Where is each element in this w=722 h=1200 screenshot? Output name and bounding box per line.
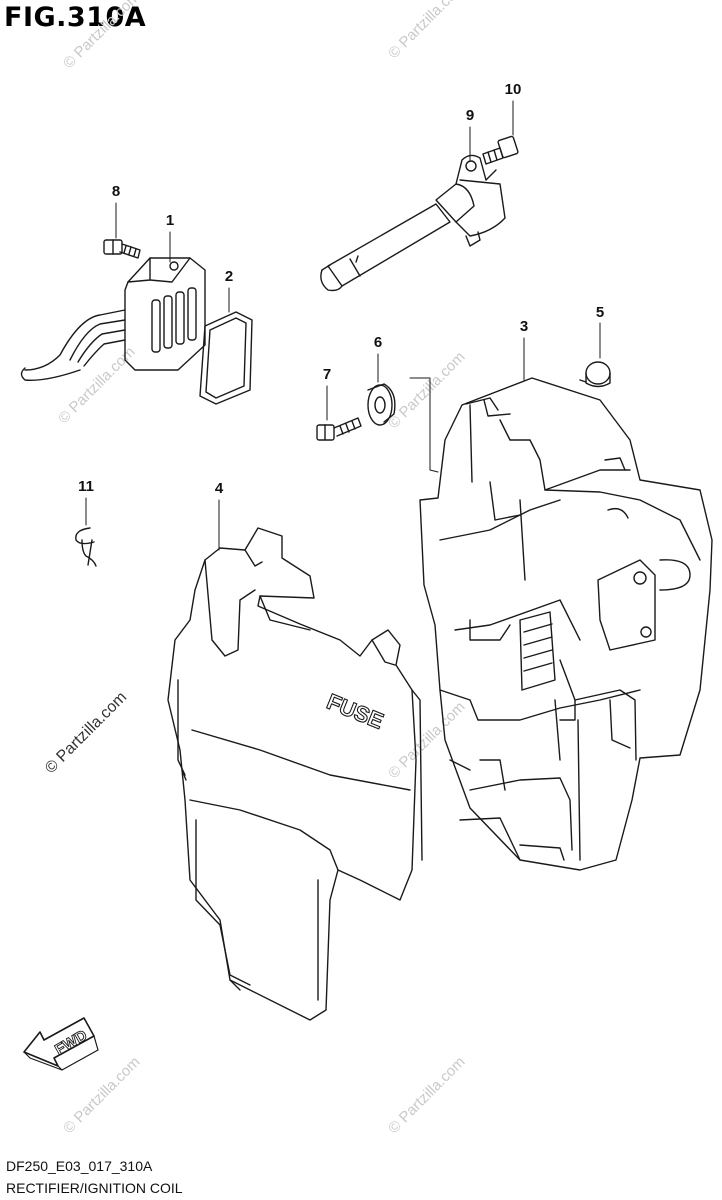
callout-5: 5 xyxy=(595,304,605,321)
callout-4: 4 xyxy=(214,480,224,497)
fuse-label: FUSE xyxy=(323,689,387,734)
housing-part-3 xyxy=(419,377,713,871)
callout-8: 8 xyxy=(111,183,121,200)
figure-caption: RECTIFIER/IGNITION COIL xyxy=(6,1180,183,1196)
callout-2: 2 xyxy=(224,268,234,285)
grommet-part-5 xyxy=(579,361,611,388)
bolt-part-10 xyxy=(482,135,519,165)
callout-11: 11 xyxy=(78,478,94,495)
grommet-part-6 xyxy=(367,383,396,426)
callout-3: 3 xyxy=(519,318,529,335)
rectifier-part-1 xyxy=(20,257,206,381)
figure-title: FIG.310A xyxy=(4,2,147,33)
callout-7: 7 xyxy=(322,366,332,383)
bolt-part-7 xyxy=(316,417,362,441)
bolt-part-8 xyxy=(103,239,141,259)
cover-part-4 xyxy=(167,527,423,1021)
callout-10: 10 xyxy=(504,81,522,98)
ignition-coil-part-9 xyxy=(320,154,506,292)
figure-code: DF250_E03_017_310A xyxy=(6,1158,153,1174)
callout-1: 1 xyxy=(165,212,175,229)
callout-9: 9 xyxy=(465,107,475,124)
gasket-part-2 xyxy=(199,311,253,405)
fwd-arrow xyxy=(23,1017,99,1071)
leader-lines xyxy=(85,100,601,551)
callout-6: 6 xyxy=(373,334,383,351)
clip-part-11 xyxy=(75,527,97,567)
